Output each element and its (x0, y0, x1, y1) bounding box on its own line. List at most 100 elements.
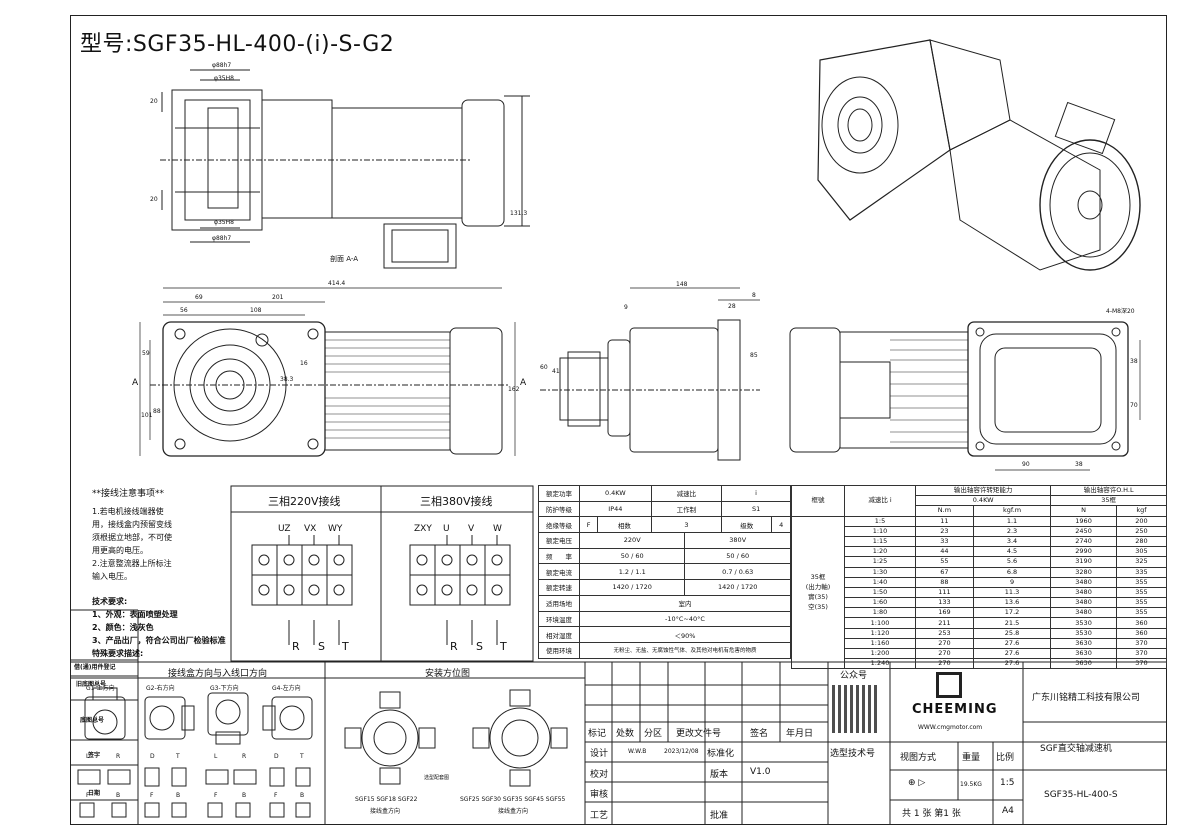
dir-label: G2-右方向 (146, 685, 175, 692)
dim-69: 69 (195, 294, 203, 301)
dim-d35h8-top: φ35H8 (214, 75, 234, 82)
dim-9: 9 (624, 304, 628, 311)
ratio-cell: 1:15 (844, 535, 916, 548)
fb-label: F (86, 792, 90, 799)
ratio-cell: 270 (915, 637, 974, 650)
ratio-cell: 280 (1115, 535, 1168, 548)
unit-cell: N.m (915, 505, 974, 517)
ratio-cell: 370 (1115, 647, 1168, 660)
ratio-cell: 27.6 (972, 647, 1052, 660)
website: WWW.cmgmotor.com (918, 724, 983, 731)
section-view-aa (160, 69, 530, 269)
note-line: 须根据立地部，不可使 (92, 533, 172, 542)
rev-header: 标记 (588, 729, 607, 739)
ratio-cell: 13.6 (972, 597, 1052, 609)
front-view (150, 321, 510, 457)
ratio-cell: 360 (1115, 627, 1168, 639)
frame-note: 35框 (810, 573, 826, 582)
ratio-cell: 55 (915, 556, 974, 568)
spec-cell: 频 率 (538, 547, 580, 565)
th-ohl: 输出轴容许O.H.L (1050, 484, 1167, 497)
junction-title: 接线盒方向与入线口方向 (168, 669, 268, 679)
phase-label: S (476, 640, 483, 653)
dim-d35h8-bot: φ35H8 (214, 219, 234, 226)
dim-28: 28 (728, 303, 736, 310)
dim-90: 90 (1022, 461, 1030, 468)
rev-header: 分区 (644, 729, 663, 739)
front-dimension-lines (139, 287, 516, 456)
spec-cell: 级数 (721, 516, 773, 534)
spec-cell: 适用场地 (538, 594, 580, 612)
dir-label: G3-下方向 (210, 685, 239, 692)
note-line: 2.注意整流器上所标注 (92, 559, 172, 568)
fb-label: B (242, 792, 247, 799)
dim-16: 16 (300, 360, 308, 367)
ratio-cell: 3480 (1050, 607, 1117, 619)
lr-label: L (86, 753, 90, 760)
ratio-cell: 27.6 (972, 658, 1052, 670)
spec-cell: 额定电流 (538, 563, 580, 581)
install-caption: SGF15 SGF18 SGF22 (355, 796, 418, 803)
public-label: 公众号 (840, 671, 868, 681)
ratio-cell: 17.2 (972, 607, 1052, 619)
rev-header: 签名 (750, 729, 769, 739)
dim-4m8: 4-M8深20 (1106, 308, 1135, 315)
ratio-cell: 1:160 (844, 637, 916, 650)
review-label: 审核 (590, 790, 609, 800)
term-label: W (493, 524, 502, 534)
ratio-cell: 1:40 (844, 576, 916, 588)
ratio-cell: 355 (1115, 576, 1168, 588)
ratio-cell: 169 (915, 607, 974, 619)
rear-view (789, 321, 1141, 471)
rev-header: 处数 (616, 729, 635, 739)
dim-201: 201 (272, 294, 284, 301)
ratio-cell: 9 (972, 576, 1052, 588)
strip-label: 签字 (88, 752, 101, 759)
process-label: 工艺 (590, 811, 609, 821)
ratio-cell: 1:200 (844, 647, 916, 660)
ratio-cell: 27.6 (972, 637, 1052, 650)
dim-20b: 20 (150, 196, 158, 203)
install-title: 安装方位图 (425, 669, 471, 679)
ratio-cell: 2.3 (972, 525, 1052, 537)
side-view (540, 287, 760, 461)
designer: W.W.B (628, 748, 647, 755)
ratio-cell: 6.8 (972, 566, 1052, 578)
ratio-cell: 33 (915, 535, 974, 548)
dim-8: 8 (752, 292, 756, 299)
ratio-cell: 3530 (1050, 617, 1117, 629)
dim-56: 56 (180, 307, 188, 314)
spec-cell: 220V (578, 532, 686, 549)
note-line: 输入电压。 (92, 572, 132, 581)
lr-label: R (116, 753, 121, 760)
unit-cell: N (1050, 505, 1117, 517)
design-date: 2023/12/08 (664, 748, 699, 755)
junction-drawings (77, 687, 313, 818)
dir-label: G4-左方向 (272, 685, 301, 692)
ratio-cell: 325 (1115, 556, 1168, 568)
dim-148: 148 (676, 281, 688, 288)
dim-414: 414.4 (328, 280, 346, 287)
dim-85: 85 (750, 352, 758, 359)
spec-cell: 额定功率 (538, 485, 580, 502)
spec-cell: 50 / 60 (578, 547, 686, 565)
lr-label: T (300, 753, 304, 760)
projection-icon: ⊕ ▷ (908, 778, 926, 788)
isometric-view (817, 39, 1141, 271)
th-torque-sub: 0.4KW (914, 495, 1052, 507)
model-title: 型号:SGF35-HL-400-(i)-S-G2 (80, 32, 395, 57)
ratio-cell: 2450 (1050, 525, 1117, 537)
dim-131: 131.3 (510, 210, 528, 217)
spec-cell: -10°C~40°C (579, 610, 791, 628)
term-label: UZ (278, 524, 291, 534)
dim-d88h7-bot: φ88h7 (212, 235, 232, 242)
spec-cell: 1420 / 1720 (578, 579, 686, 596)
dim-162: 162 (508, 386, 520, 393)
rear-fin-lines (890, 339, 968, 443)
drawing-code: SGF35-HL-400-S (1044, 790, 1118, 800)
ratio-cell: 67 (915, 566, 974, 578)
tech-line: 特殊要求描述: (92, 649, 144, 658)
wiring-220-title: 三相220V接线 (268, 495, 341, 508)
